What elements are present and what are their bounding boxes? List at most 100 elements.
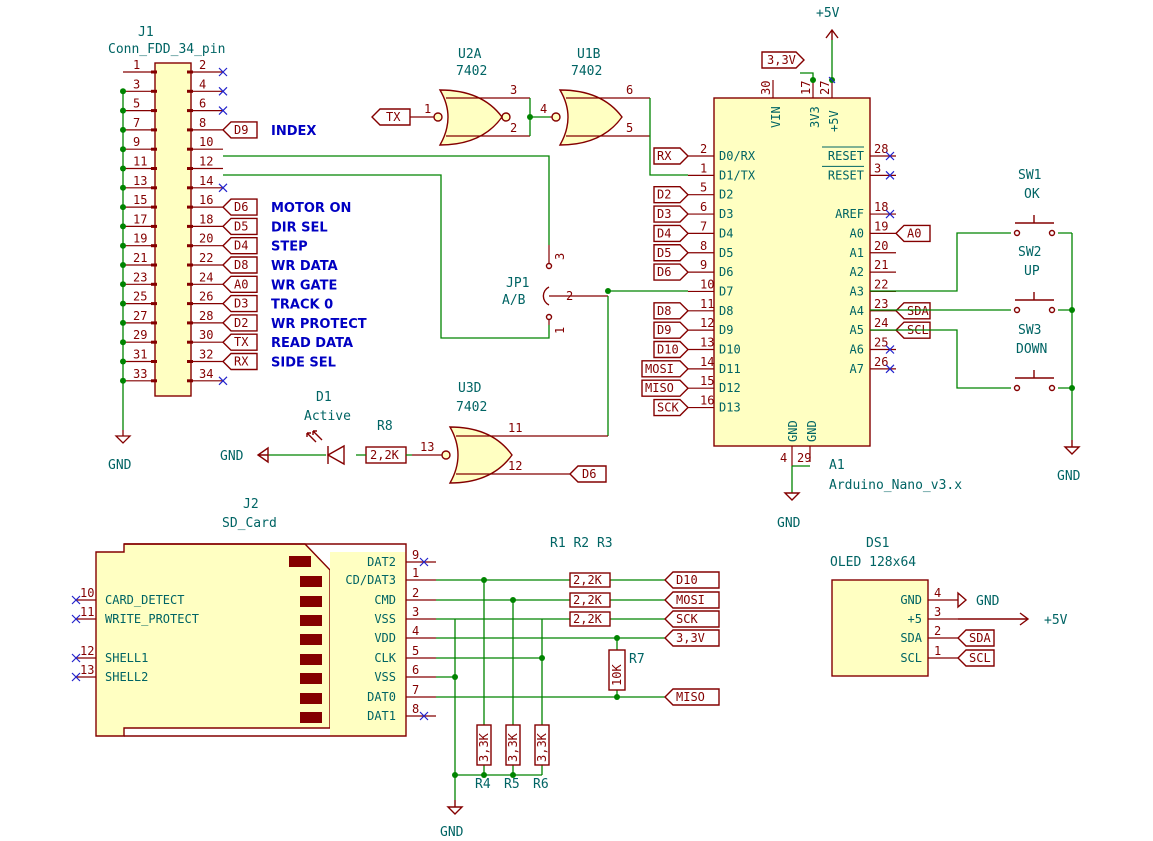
a1-pin-number: 19 xyxy=(874,219,888,233)
svg-text:D8: D8 xyxy=(234,258,248,272)
a1-net-label: A0 xyxy=(895,224,931,243)
jp1-value: A/B xyxy=(502,293,526,308)
no-connect-mark xyxy=(218,183,228,193)
a1-pin-number: 6 xyxy=(700,200,707,214)
a1-pin-number: 22 xyxy=(874,277,888,291)
pulldown-value: 3,3K xyxy=(477,732,491,762)
a1-5v-supply: +5V xyxy=(816,6,840,40)
j1-net-label: D8 xyxy=(222,256,258,274)
j1-signal-desc: WR GATE xyxy=(271,278,337,293)
j2-pin-number: 9 xyxy=(412,548,419,562)
a1-gnd2: GND xyxy=(805,420,819,442)
u2a-ref: U2A xyxy=(458,47,482,62)
u2a-tx-label: TX xyxy=(371,108,411,126)
sd-resistor-value: 2,2K xyxy=(573,573,603,587)
junction xyxy=(120,88,126,95)
svg-text:RX: RX xyxy=(234,355,249,369)
j1-net-label: D2 xyxy=(222,314,258,332)
j1-pin-number: 7 xyxy=(133,116,140,130)
j2-pin-number: 7 xyxy=(412,683,419,697)
svg-text:3,3V: 3,3V xyxy=(767,53,796,67)
a1-net-label: D2 xyxy=(653,186,689,204)
svg-text:TX: TX xyxy=(386,110,401,124)
a1-net-label: MISO xyxy=(641,379,689,397)
jp1-pin2: 2 xyxy=(566,289,573,303)
j1-pin-number: 29 xyxy=(133,328,147,342)
j1-pin-number: 16 xyxy=(199,193,213,207)
svg-text:MISO: MISO xyxy=(676,690,705,704)
a1-pin-name: D3 xyxy=(719,207,733,221)
a1-pin-name: D13 xyxy=(719,401,741,415)
svg-text:SDA: SDA xyxy=(907,304,929,318)
led-d1: D1 Active xyxy=(304,390,351,466)
pulldown-ref: R6 xyxy=(533,777,549,792)
a1-pin-name: D1/TX xyxy=(719,168,756,182)
u3d-pin12: 12 xyxy=(508,459,522,473)
ds1-sda-label: SDA xyxy=(957,629,995,647)
jp1-pin1: 1 xyxy=(553,327,567,334)
j2-pin-name: DAT2 xyxy=(367,555,396,569)
svg-text:D10: D10 xyxy=(676,573,698,587)
j2-pin-name: VSS xyxy=(374,670,396,684)
j2-pin-number: 4 xyxy=(412,624,419,638)
a1-pin-number: 8 xyxy=(700,239,707,253)
d1-body xyxy=(326,444,345,466)
ds1-pin-name: +5 xyxy=(908,612,922,626)
resistor-r8: R8 2,2K xyxy=(365,419,407,464)
ds1-pin-number: 3 xyxy=(934,605,941,619)
j1-pin-number: 19 xyxy=(133,232,147,246)
no-connect-mark xyxy=(885,170,895,180)
a1-pin-number: 14 xyxy=(700,355,714,369)
gate-u3d: U3D 7402 13 11 12 D6 xyxy=(412,381,608,484)
j1-gnd-label: GND xyxy=(108,458,132,473)
ds1-pin-number: 2 xyxy=(934,624,941,638)
a1-body xyxy=(713,97,871,447)
a1-pin17: 17 xyxy=(799,81,813,95)
a1-gnd1: GND xyxy=(786,420,800,442)
j1-signal-desc: TRACK 0 xyxy=(271,298,333,313)
switch-ref: SW2 xyxy=(1018,245,1041,260)
sd-contact-pads xyxy=(289,556,322,723)
j1-pin-number: 32 xyxy=(199,348,213,362)
a1-gnd-symbol: GND xyxy=(777,492,801,531)
j2-right-pins: 9DAT21CD/DAT32CMD3VSS4VDD5CLK6VSS7DAT08D… xyxy=(345,548,436,723)
j2-pin-number: 8 xyxy=(412,702,419,716)
a1-pin-number: 7 xyxy=(700,219,707,233)
no-connect-mark xyxy=(419,711,429,721)
no-connect-mark xyxy=(218,106,228,116)
j1-signal-desc: WR DATA xyxy=(271,259,338,274)
j1-pin-number: 31 xyxy=(133,348,147,362)
a1-pin-name: D6 xyxy=(719,265,733,279)
a1-net-label: D8 xyxy=(653,302,689,320)
a1-pin27: 27 xyxy=(818,81,832,95)
j1-net-label: D5 xyxy=(222,217,258,236)
ds1-pin-name: SCL xyxy=(900,651,922,665)
sd-resistor-value: 2,2K xyxy=(573,593,603,607)
r8-value: 2,2K xyxy=(370,448,400,462)
svg-text:D10: D10 xyxy=(657,343,679,357)
ds1-pin-number: 1 xyxy=(934,644,941,658)
no-connect-mark xyxy=(71,653,81,663)
switch-ref: SW1 xyxy=(1018,168,1041,183)
switch-value: OK xyxy=(1024,187,1040,202)
wire-d7 xyxy=(607,290,660,436)
gate-u1b: U1B 7402 4 6 5 xyxy=(540,47,650,146)
ds1-ref: DS1 xyxy=(866,536,889,551)
j2-pin-number: 12 xyxy=(80,644,94,658)
j1-pin-number: 28 xyxy=(199,309,213,323)
u2a-pin3: 3 xyxy=(510,83,517,97)
svg-text:MOSI: MOSI xyxy=(676,593,705,607)
ds1-scl-label: SCL xyxy=(957,649,995,667)
j1-pin-number: 24 xyxy=(199,270,213,284)
svg-text:MISO: MISO xyxy=(645,381,674,395)
j2-pin-name: DAT1 xyxy=(367,709,396,723)
junction xyxy=(605,288,611,294)
pulldown-value: 3,3K xyxy=(506,732,520,762)
sd-series-resistor xyxy=(569,611,611,627)
a1-5v: +5V xyxy=(827,110,841,132)
j2-pin-number: 10 xyxy=(80,586,94,600)
